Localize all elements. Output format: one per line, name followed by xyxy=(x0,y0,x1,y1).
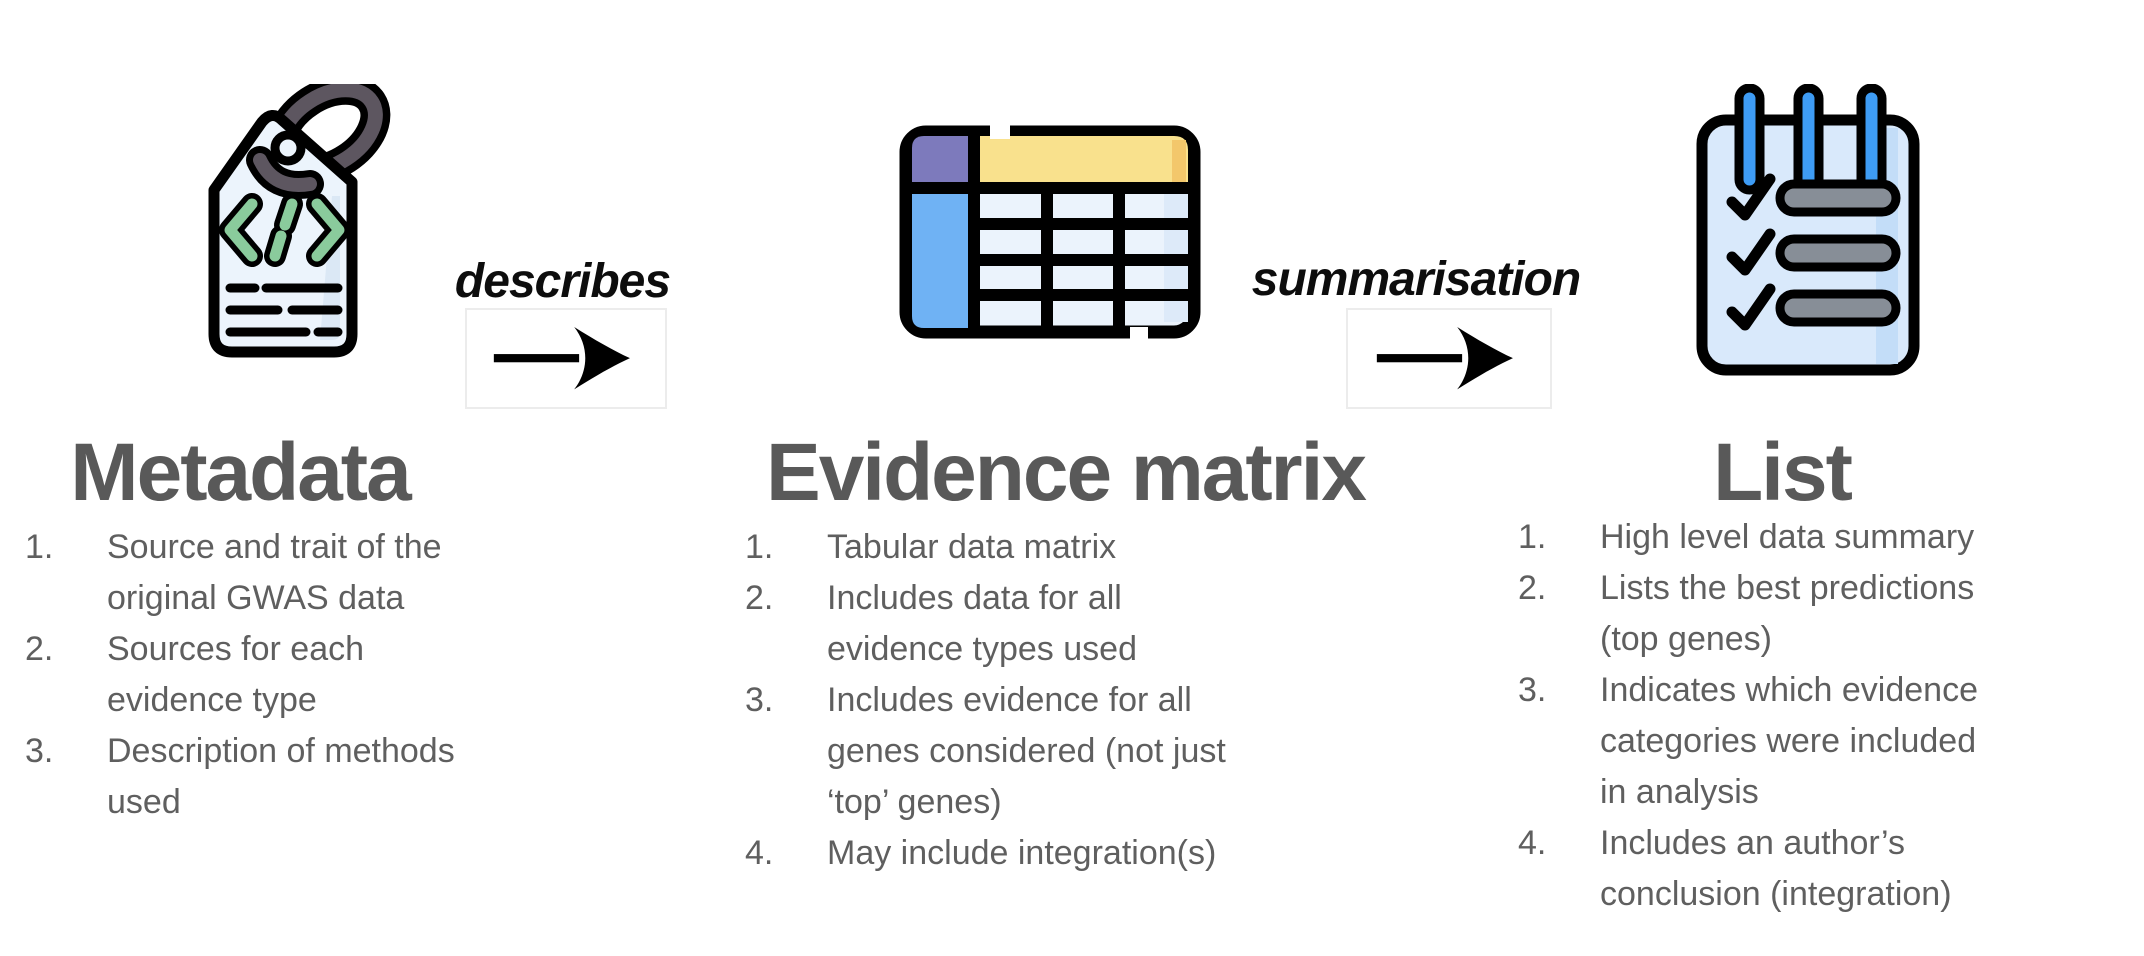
arrow-label-describes: describes xyxy=(454,255,671,308)
list-item-number: 4. xyxy=(745,834,774,872)
checklist-rows xyxy=(1726,173,1901,331)
arrow-label-summarisation: summarisation xyxy=(1251,253,1581,306)
table-header-edge xyxy=(1172,140,1186,186)
table-column-blue xyxy=(912,188,974,328)
list-item-number: 1. xyxy=(25,528,54,566)
tag-ring-front xyxy=(246,146,324,199)
list-item-text: Lists the best predictions (top genes) xyxy=(1600,569,1975,658)
list-item-number: 3. xyxy=(745,681,774,719)
list-item-number: 2. xyxy=(1518,569,1547,607)
list-item-text: High level data summary xyxy=(1600,518,1975,556)
list-bar xyxy=(1775,234,1901,272)
summarisation-arrow-frame xyxy=(1346,308,1552,409)
list-item-text: Source and trait of the original GWAS da… xyxy=(107,528,442,617)
table-icon xyxy=(899,124,1201,342)
notepad-checklist-icon xyxy=(1696,84,1920,376)
list-column-list: 1. High level data summary 2. Lists the … xyxy=(1518,512,2018,920)
check-icon xyxy=(1726,283,1776,331)
arrow-right-icon xyxy=(493,326,630,389)
list-item: 3. Includes evidence for all genes consi… xyxy=(745,675,1245,828)
outline-notch-top xyxy=(990,124,1010,139)
list-item-text: Includes evidence for all genes consider… xyxy=(827,681,1226,821)
list-item-text: Indicates which evidence categories were… xyxy=(1600,671,1979,811)
notepad-rings xyxy=(1734,84,1887,195)
column-heading-list: List xyxy=(1713,427,1853,518)
list-item: 2. Includes data for all evidence types … xyxy=(745,573,1245,675)
check-icon xyxy=(1726,173,1776,221)
list-item: 1. Source and trait of the original GWAS… xyxy=(25,522,495,624)
arrow-right-icon xyxy=(1376,326,1513,389)
list-item-number: 3. xyxy=(1518,671,1547,709)
list-bar xyxy=(1775,289,1901,327)
list-item: 1. Tabular data matrix xyxy=(745,522,1245,573)
column-heading-metadata: Metadata xyxy=(70,427,411,518)
list-item-text: Tabular data matrix xyxy=(827,528,1117,566)
list-item-number: 1. xyxy=(1518,518,1547,556)
metadata-list: 1. Source and trait of the original GWAS… xyxy=(25,522,495,828)
list-item-text: Description of methods used xyxy=(107,732,455,821)
list-item: 2. Lists the best predictions (top genes… xyxy=(1518,563,2018,665)
table-grid-lines xyxy=(906,134,1194,330)
list-item: 3. Description of methods used xyxy=(25,726,495,828)
tag-hole xyxy=(270,130,306,166)
list-bar xyxy=(1775,179,1901,217)
list-item-text: Includes an author’s conclusion (integra… xyxy=(1600,824,1952,913)
list-item-text: Sources for each evidence type xyxy=(107,630,365,719)
list-item: 3. Indicates which evidence categories w… xyxy=(1518,665,2018,818)
describes-arrow-frame xyxy=(465,308,667,409)
evidence-matrix-list: 1. Tabular data matrix 2. Includes data … xyxy=(745,522,1245,879)
list-item: 4. May include integration(s) xyxy=(745,828,1245,879)
list-item-number: 3. xyxy=(25,732,54,770)
outline-notch-bottom xyxy=(1130,327,1148,342)
check-icon xyxy=(1726,228,1776,276)
tag-text-lines xyxy=(225,283,343,337)
list-item-number: 1. xyxy=(745,528,774,566)
code-brackets-glyph xyxy=(219,193,350,267)
list-item: 4. Includes an author’s conclusion (inte… xyxy=(1518,818,2018,920)
list-item: 1. High level data summary xyxy=(1518,512,2018,563)
list-item-number: 2. xyxy=(25,630,54,668)
tag-code-icon xyxy=(208,84,391,358)
table-header-yellow xyxy=(974,136,1188,188)
list-item-number: 4. xyxy=(1518,824,1547,862)
list-item-number: 2. xyxy=(745,579,774,617)
list-item: 2. Sources for each evidence type xyxy=(25,624,495,726)
column-heading-evidence-matrix: Evidence matrix xyxy=(766,427,1367,518)
list-item-text: May include integration(s) xyxy=(827,834,1217,872)
list-item-text: Includes data for all evidence types use… xyxy=(827,579,1137,668)
table-corner-purple xyxy=(912,136,974,188)
